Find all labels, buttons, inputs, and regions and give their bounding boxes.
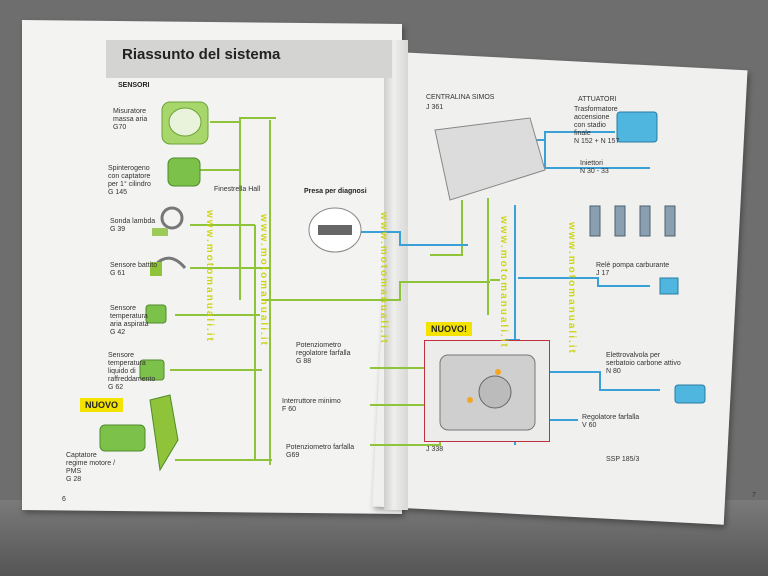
ssp-code: SSP 185/3 xyxy=(606,456,640,463)
green-wires xyxy=(170,117,500,465)
rpm-sensor-graphic xyxy=(149,394,179,472)
section-sensori: SENSORI xyxy=(118,82,150,89)
watermark-1: www.motomanuali.it xyxy=(204,210,215,343)
watermark-2: www.motomanuali.it xyxy=(258,214,269,347)
sensor-distributor-label: Spinterogeno con captatore per 1° cilind… xyxy=(108,165,151,196)
sensor-air-mass-label: Misuratore massa aria G70 xyxy=(113,108,148,131)
book-spine xyxy=(384,40,408,510)
left-page-number: 6 xyxy=(62,496,66,503)
coolant-temp-graphic xyxy=(139,359,165,381)
new-badge-left: NUOVO xyxy=(80,398,124,412)
lambda-probe-graphic xyxy=(160,206,184,230)
new-badge-right: NUOVO! xyxy=(426,322,472,336)
watermark-4: www.motomanuali.it xyxy=(498,216,509,349)
actuator-canister-valve-label: Elettrovalvola per serbatoio carbone att… xyxy=(606,352,681,375)
actuator-injectors-label: Iniettori N 30 - 33 xyxy=(580,160,609,175)
actuators-title: ATTUATORI xyxy=(578,96,617,103)
sensor-intake-temp-label: Sensore temperatura aria aspirata G 42 xyxy=(110,305,149,336)
canister-valve-graphic xyxy=(674,384,706,404)
ignition-coil-graphic xyxy=(616,111,658,143)
sensor-lambda-label: Sonda lambda G 39 xyxy=(110,218,156,233)
title-bar xyxy=(106,40,392,78)
ecu-title: CENTRALINA SIMOS xyxy=(426,94,495,101)
injectors-graphic xyxy=(589,205,676,237)
throttle-unit-code: J 338 xyxy=(426,446,444,453)
idle-switch-label: Interruttore minimo F 60 xyxy=(282,398,341,413)
throttle-actuator-label: Regolatore farfalla V 60 xyxy=(582,414,640,429)
sensor-knock-label: Sensore battito G 61 xyxy=(110,262,158,277)
distributor-graphic xyxy=(167,157,201,187)
fuel-pump-relay-graphic xyxy=(659,277,679,295)
diag-socket-label: Presa per diagnosi xyxy=(304,188,367,195)
hall-window-label: Finestrella Hall xyxy=(214,186,261,193)
sensor-rpm-label: Captatore regime motore / PMS G 28 xyxy=(66,452,116,483)
right-page-number: 7 xyxy=(752,492,756,499)
ecu-code: J 361 xyxy=(426,104,444,111)
ecu-graphic xyxy=(434,117,546,201)
throttle-pot-label: Potenziometro regolatore farfalla G 88 xyxy=(296,342,351,365)
page-title: Riassunto del sistema xyxy=(122,46,281,63)
intake-temp-graphic xyxy=(145,304,167,324)
actuator-ignition-label: Trasformatore accensione con stadio fina… xyxy=(574,106,620,145)
watermark-3: www.motomanuali.it xyxy=(378,212,389,345)
sensor-coolant-temp-label: Sensore temperatura liquido di raffredda… xyxy=(108,352,156,391)
watermark-5: www.motomanuali.it xyxy=(566,222,577,355)
actuator-pump-relay-label: Relè pompa carburante J 17 xyxy=(596,262,670,277)
throttle-angle-pot-label: Potenziometro farfalla G69 xyxy=(286,444,355,459)
